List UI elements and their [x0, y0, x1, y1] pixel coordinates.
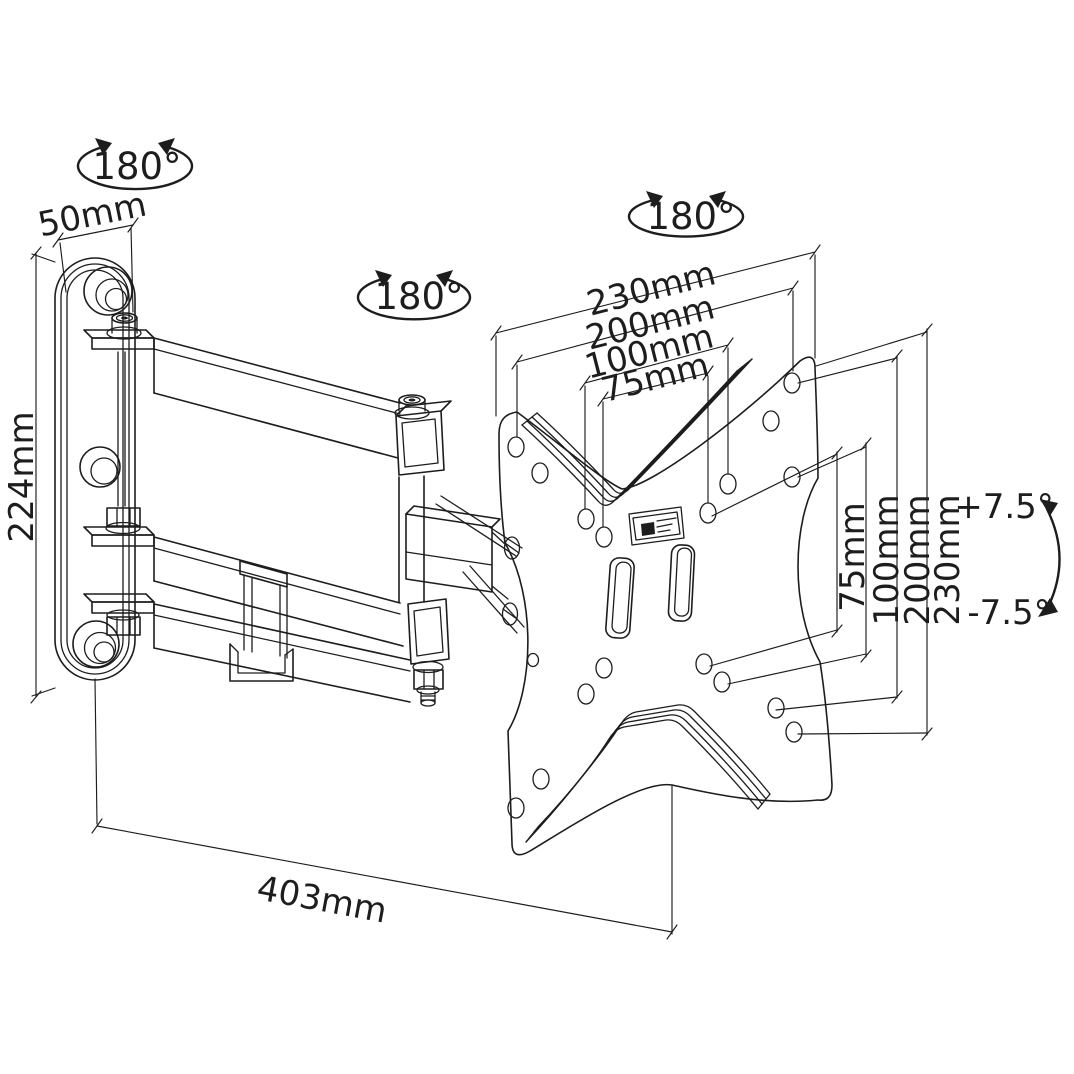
rotate-left-arrow-icon [375, 270, 392, 287]
dim-arm-reach: 403mm [91, 678, 678, 940]
arm-swivel-label: 180° [374, 275, 463, 318]
upper-arm [153, 337, 401, 459]
wall-plate-width-label: 50mm [35, 184, 150, 245]
lower-arm [153, 536, 411, 703]
cable-clip [229, 560, 294, 682]
center-slots [605, 544, 696, 639]
plate-height-230-label: 230mm [928, 494, 968, 625]
arm-swivel-annotation: 180° [356, 270, 472, 321]
plate-height-100-label: 100mm [867, 494, 907, 625]
dim-plate-height-100: 100mm [727, 437, 907, 685]
tilt-up-label: +7.5° [954, 487, 1054, 527]
wall-plate [54, 257, 136, 681]
wall-swivel-label: 180° [92, 145, 181, 188]
dim-plate-height-230: 230mm [797, 323, 968, 741]
wall-swivel-annotation: 180° [76, 138, 194, 191]
rotate-left-arrow-icon [95, 138, 112, 155]
dim-wall-plate-height: 224mm [2, 246, 56, 704]
top-rib [521, 358, 753, 506]
wall-plate-height-label: 224mm [2, 411, 42, 542]
plate-height-200-label: 200mm [898, 494, 938, 625]
rotate-right-arrow-icon [436, 270, 453, 287]
dim-plate-height-75: 75mm [709, 446, 873, 667]
plate-swivel-annotation: 180° [627, 191, 745, 238]
product-label-sticker [628, 506, 685, 546]
tilt-annotation: +7.5° -7.5° [954, 487, 1061, 633]
tilt-down-arrow-icon [1038, 598, 1058, 617]
vesa-holes [501, 372, 803, 819]
bottom-rib [525, 704, 771, 843]
vesa-plate [498, 356, 833, 856]
tilt-arc [1045, 507, 1061, 607]
dim-wall-plate-width: 50mm [35, 184, 150, 313]
rotate-right-arrow-icon [709, 191, 726, 208]
rotate-right-arrow-icon [158, 138, 175, 155]
plate-swivel-label: 180° [646, 195, 735, 238]
dim-plate-height-200: 200mm [775, 349, 938, 711]
tilt-down-label: -7.5° [967, 593, 1050, 633]
tilt-up-arrow-icon [1040, 499, 1058, 516]
plate-link-bracket [405, 495, 525, 634]
arm-reach-label: 403mm [254, 868, 390, 931]
rotate-left-arrow-icon [646, 191, 663, 208]
